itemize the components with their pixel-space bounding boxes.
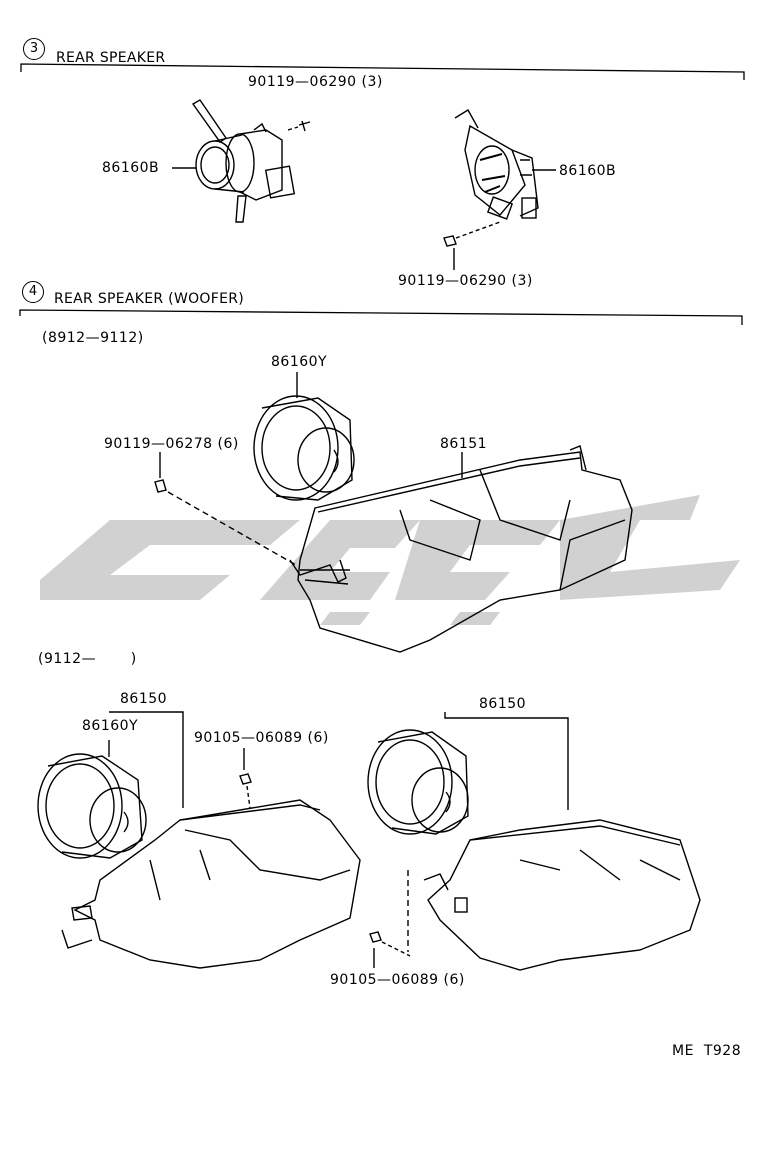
part-number-label: 90105—06089 (6) (194, 730, 329, 746)
section-4-title: REAR SPEAKER (WOOFER) (54, 291, 245, 307)
date-range-second: (9112— ) (38, 651, 137, 667)
part-number-label: 86150 (120, 691, 168, 707)
woofer-assembly-86150-right-drawing (367, 712, 701, 971)
part-number-label: 86160B (559, 163, 617, 179)
woofer-assembly-86150-left-drawing (37, 711, 361, 969)
figure-code: ME T928 (672, 1043, 742, 1059)
part-number-label: 86160Y (271, 354, 328, 370)
part-number-label: 90119—06278 (6) (104, 436, 239, 452)
watermark-logo (40, 495, 740, 625)
woofer-86160y-upper-drawing (253, 372, 355, 501)
section-4-rule (19, 309, 743, 325)
section-3-rule (20, 63, 745, 80)
part-number-label: 86160B (102, 160, 160, 176)
section-3-number: 3 (23, 38, 45, 60)
speaker-86160b-left-drawing (172, 99, 311, 223)
part-number-label: 86160Y (82, 718, 139, 734)
part-number-label: 90119—06290 (3) (248, 74, 383, 90)
speaker-box-86151-drawing (154, 445, 633, 653)
speaker-86160b-right-drawing (443, 109, 556, 270)
part-number-label: 90119—06290 (3) (398, 273, 533, 289)
section-3-title: REAR SPEAKER (56, 50, 166, 66)
date-range-first: (8912—9112) (42, 330, 144, 346)
section-4-number: 4 (22, 281, 44, 303)
part-number-label: 90105—06089 (6) (330, 972, 465, 988)
part-number-label: 86150 (479, 696, 527, 712)
part-number-label: 86151 (440, 436, 488, 452)
